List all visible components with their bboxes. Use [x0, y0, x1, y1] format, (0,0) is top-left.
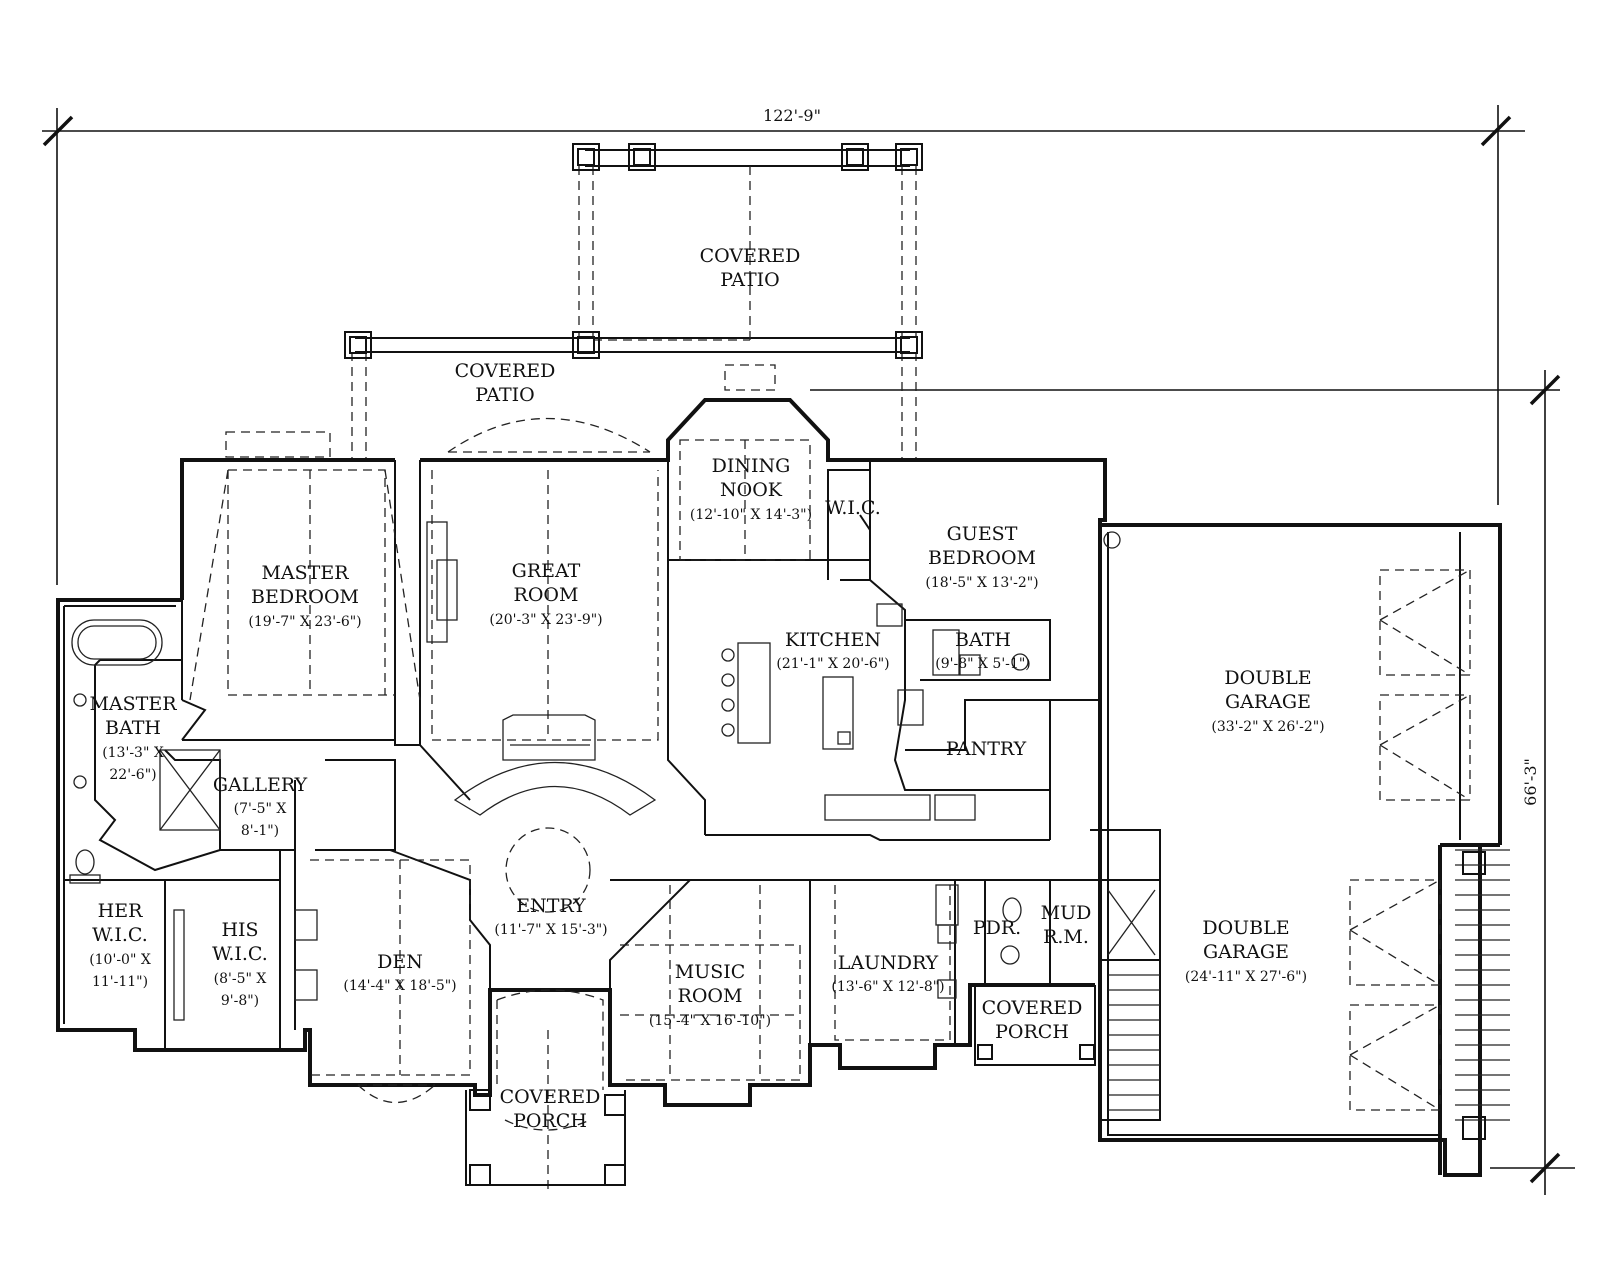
her-wic-size1: (10'-0" X: [89, 952, 151, 968]
master-bath-size2: 22'-6"): [109, 767, 156, 783]
mud-rm-line1: MUD: [1041, 902, 1092, 924]
bath-size: (9'-8" X 5'-1"): [935, 656, 1030, 672]
master-bedroom-size: (19'-7" X 23'-6"): [248, 614, 361, 630]
overall-width-dimension: 122'-9": [763, 106, 821, 125]
his-wic-line2: W.I.C.: [212, 943, 268, 965]
master-bath-line2: BATH: [105, 717, 161, 739]
mud-rm-line2: R.M.: [1043, 926, 1089, 948]
covered-porch-front-line1: COVERED: [500, 1086, 601, 1108]
pdr-label: PDR.: [973, 917, 1021, 939]
guest-bedroom-line1: GUEST: [947, 523, 1018, 545]
his-wic-line1: HIS: [221, 919, 258, 941]
covered-porch-side-line2: PORCH: [995, 1021, 1069, 1043]
double-garage-2-line2: GARAGE: [1203, 941, 1289, 963]
great-room-line2: ROOM: [514, 584, 579, 606]
front-porch-structure: [465, 985, 1096, 1186]
dining-nook-size: (12'-10" X 14'-3"): [690, 507, 812, 523]
entry-label: ENTRY: [516, 895, 586, 917]
laundry-label: LAUNDRY: [838, 952, 939, 974]
master-bath-line1: MASTER: [89, 693, 177, 715]
great-room-line1: GREAT: [512, 560, 581, 582]
guest-bedroom-line2: BEDROOM: [928, 547, 1036, 569]
overall-depth-dimension: 66'-3": [1521, 758, 1540, 806]
kitchen-label: KITCHEN: [785, 629, 881, 651]
kitchen-size: (21'-1" X 20'-6"): [776, 656, 889, 672]
bath-label: BATH: [955, 629, 1011, 651]
covered-porch-front-line2: PORCH: [513, 1110, 587, 1132]
entry-size: (11'-7" X 15'-3"): [494, 922, 607, 938]
gallery-label: GALLERY: [213, 774, 308, 796]
gallery-size1: (7'-5" X: [234, 801, 287, 817]
ceiling-lines: [189, 439, 1471, 1190]
den-label: DEN: [377, 951, 423, 973]
gallery-size2: 8'-1"): [241, 823, 279, 839]
master-bath-size1: (13'-3" X: [102, 745, 164, 761]
pantry-label: PANTRY: [946, 738, 1027, 760]
music-room-line2: ROOM: [678, 985, 743, 1007]
great-room-size: (20'-3" X 23'-9"): [489, 612, 602, 628]
covered-patio-upper-line1: COVERED: [700, 245, 801, 267]
her-wic-line1: HER: [98, 900, 143, 922]
double-garage-2-line1: DOUBLE: [1202, 917, 1289, 939]
fixtures: [69, 521, 1510, 1140]
double-garage-1-line1: DOUBLE: [1224, 667, 1311, 689]
his-wic-size2: 9'-8"): [221, 993, 259, 1009]
music-room-line1: MUSIC: [675, 961, 746, 983]
double-garage-1-line2: GARAGE: [1225, 691, 1311, 713]
covered-patio-lower-line2: PATIO: [475, 384, 534, 406]
guest-bedroom-size: (18'-5" X 13'-2"): [925, 575, 1038, 591]
patio-structure: [225, 143, 923, 460]
her-wic-line2: W.I.C.: [92, 924, 148, 946]
master-bedroom-line1: MASTER: [261, 562, 349, 584]
double-garage-1-size: (33'-2" X 26'-2"): [1211, 719, 1324, 735]
music-room-size: (15'-4" X 16'-10"): [649, 1013, 771, 1029]
covered-patio-lower-line1: COVERED: [455, 360, 556, 382]
wic-label: W.I.C.: [825, 497, 881, 519]
covered-porch-side-line1: COVERED: [982, 997, 1083, 1019]
dimension-lines: [42, 105, 1575, 1195]
master-bedroom-line2: BEDROOM: [251, 586, 359, 608]
covered-patio-upper-line2: PATIO: [720, 269, 779, 291]
den-size: (14'-4" X 18'-5"): [343, 978, 456, 994]
double-garage-2-size: (24'-11" X 27'-6"): [1185, 969, 1307, 985]
laundry-size: (13'-6" X 12'-8"): [831, 979, 944, 995]
room-labels: COVERED PATIO COVERED PATIO DINING NOOK …: [89, 245, 1324, 1132]
dining-nook-line1: DINING: [712, 455, 791, 477]
his-wic-size1: (8'-5" X: [214, 971, 267, 987]
her-wic-size2: 11'-11"): [92, 974, 148, 990]
dining-nook-line2: NOOK: [720, 479, 783, 501]
